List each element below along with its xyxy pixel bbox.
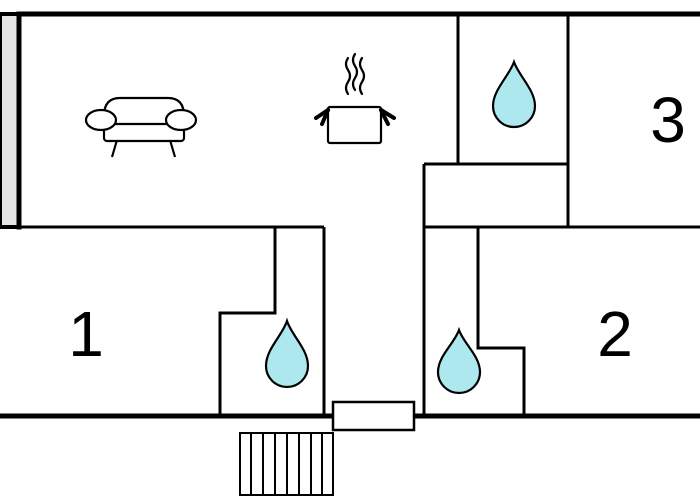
water-drop-icon	[264, 317, 310, 389]
water-drop-icon	[491, 58, 537, 129]
room-label-2: 2	[597, 298, 633, 370]
stairs-icon	[239, 432, 334, 496]
water-drop-icon	[436, 326, 482, 395]
cooking-pot-icon	[314, 52, 396, 145]
room-label-1: 1	[68, 298, 104, 370]
interior-walls	[0, 14, 700, 416]
sofa-icon	[84, 96, 198, 158]
side-door-panel	[0, 12, 21, 229]
outer-walls	[0, 11, 700, 419]
entrance-door-icon	[331, 400, 416, 432]
room-label-3: 3	[650, 84, 686, 156]
